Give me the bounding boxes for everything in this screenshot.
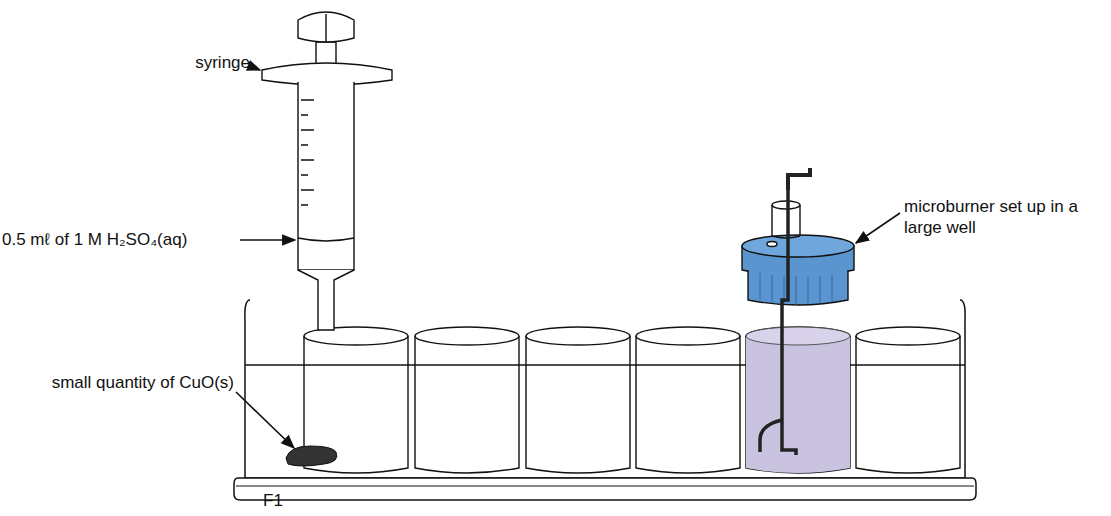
well-plate <box>234 300 976 500</box>
microburner <box>742 168 854 473</box>
syringe-illustration <box>262 12 392 330</box>
copper-oxide-solid <box>286 446 337 466</box>
reagent-label: 0.5 mℓ of 1 M H₂SO₄(aq) <box>2 229 238 250</box>
sample-label: small quantity of CuO(s) <box>30 372 234 393</box>
part-label: microburner set up in a large well <box>904 196 1104 238</box>
part-label: syringe <box>190 52 250 73</box>
plate-label: F1 <box>263 490 303 511</box>
wells <box>304 327 960 473</box>
leader-arrows <box>236 67 900 448</box>
